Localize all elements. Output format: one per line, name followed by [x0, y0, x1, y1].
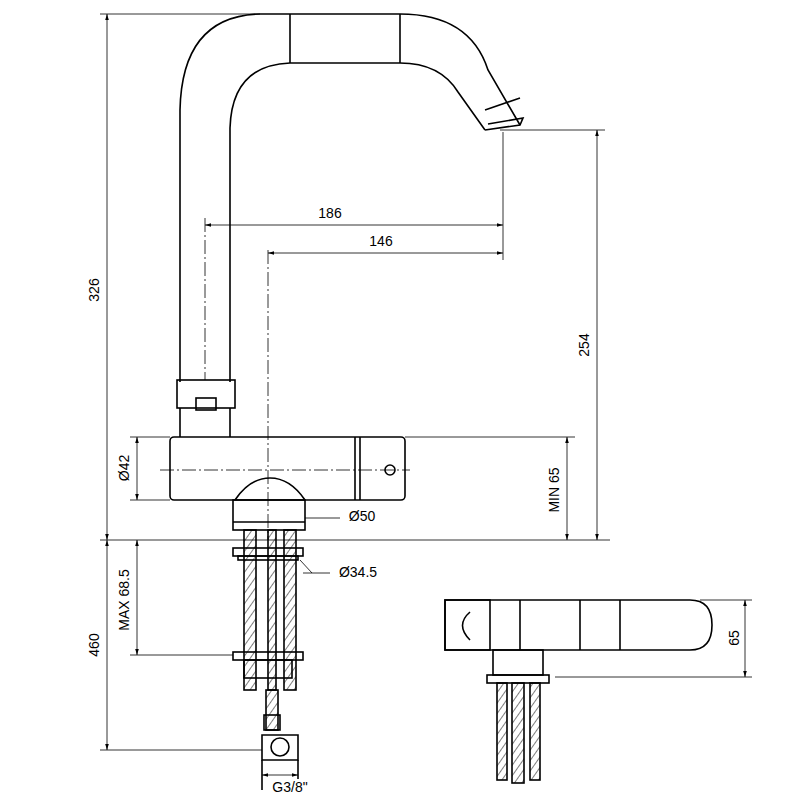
dimension-lines: [100, 14, 752, 775]
dimension-value: 65: [726, 628, 742, 648]
dimension-value: 254: [576, 331, 592, 358]
dimension-value: 460: [86, 631, 102, 658]
dimension-value: 146: [367, 233, 394, 249]
diameter-value: Ø34.5: [337, 564, 379, 580]
centre-lines: [160, 218, 410, 540]
faucet-outline: [170, 14, 712, 790]
diameter-value: Ø50: [347, 508, 377, 524]
diameter-value: Ø42: [116, 453, 132, 483]
dimension-value: MAX 68.5: [116, 567, 132, 632]
dimension-value: MIN 65: [546, 465, 562, 514]
dimension-value: 186: [316, 205, 343, 221]
dimension-value: 326: [86, 276, 102, 303]
thread-size: G3/8": [270, 779, 309, 795]
